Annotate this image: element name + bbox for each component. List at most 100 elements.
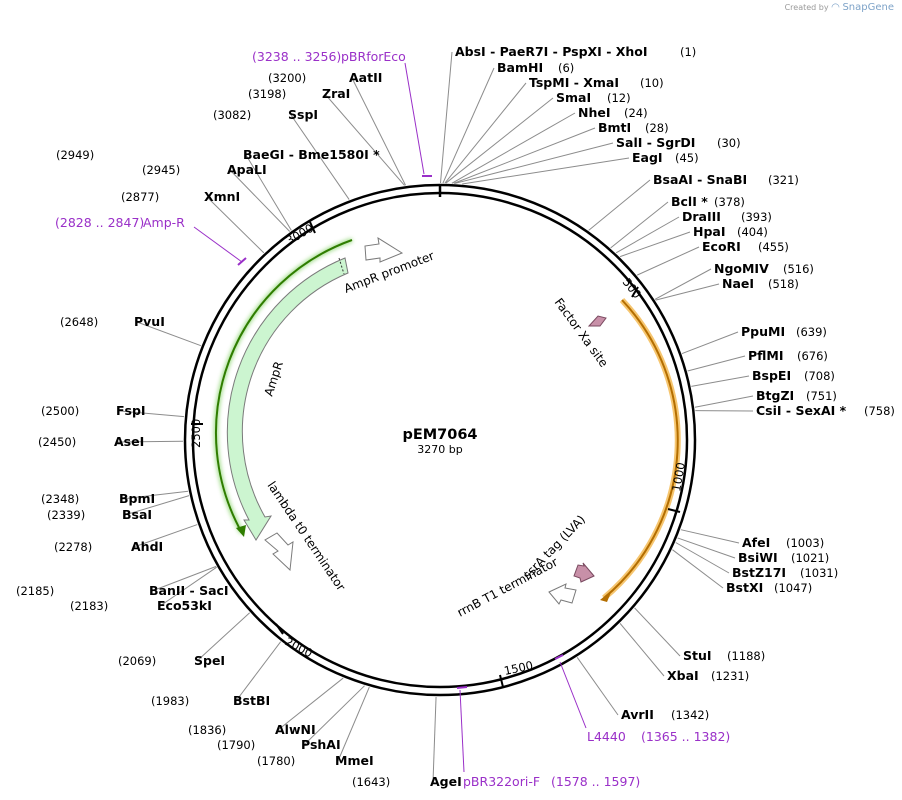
- site-label-alwni[interactable]: AlwNI(1836): [188, 722, 316, 737]
- ampr-outline-line: [214, 239, 353, 534]
- site-name-banii-group: BanII - SacI: [149, 583, 229, 598]
- site-label-baegi-group[interactable]: BaeGI - Bme1580I *(2949): [56, 147, 380, 162]
- site-label-naei[interactable]: NaeI(518): [722, 276, 799, 291]
- site-name-apali: ApaLI: [227, 162, 267, 177]
- site-label-bcli[interactable]: BclI *(378): [671, 194, 745, 209]
- feature-rrnb-t1[interactable]: [548, 583, 577, 605]
- feature-lambda-t0[interactable]: [264, 532, 294, 572]
- site-label-sali-group[interactable]: SalI - SgrDI(30): [616, 135, 741, 150]
- site-label-bpmi[interactable]: BpmI(2348): [41, 491, 155, 506]
- feature-label-ampr: AmpR: [262, 359, 286, 397]
- site-label-xbai[interactable]: XbaI (1231): [667, 668, 749, 683]
- site-position-bsiwi: (1021): [791, 551, 829, 565]
- site-position-xmni: (2877): [121, 190, 159, 204]
- site-label-afei[interactable]: AfeI(1003): [742, 535, 824, 550]
- feature-factor-xa[interactable]: [587, 315, 607, 327]
- site-label-avrii[interactable]: AvrII(1342): [621, 707, 709, 722]
- site-label-sspi[interactable]: SspI(3082): [213, 107, 318, 122]
- site-label-ngomiv[interactable]: NgoMIV(516): [714, 261, 814, 276]
- site-position-bcli: (378): [714, 195, 745, 209]
- site-position-xbai: (1231): [711, 669, 749, 683]
- site-leader-spei: [196, 612, 251, 662]
- site-name-part: SalI: [616, 135, 642, 150]
- site-name-part: NheI: [578, 105, 611, 120]
- site-label-bspei[interactable]: BspEI(708): [752, 368, 835, 383]
- site-position-alwni: (1836): [188, 723, 226, 737]
- site-label-bstbi[interactable]: BstBI (1983): [151, 693, 270, 708]
- site-label-zrai[interactable]: ZraI(3198): [248, 86, 350, 101]
- site-leader-bamhi: [442, 67, 495, 184]
- site-label-ppumi[interactable]: PpuMI(639): [741, 324, 827, 339]
- primer-label-amp-r[interactable]: (2828 .. 2847)Amp-R: [55, 215, 185, 230]
- primer-name-l4440: L4440: [587, 729, 626, 744]
- site-label-spei[interactable]: SpeI(2069): [118, 653, 225, 668]
- site-leader-apali: [229, 169, 291, 232]
- site-position-bstbi: (1983): [151, 694, 189, 708]
- tick-label-2500: 2500: [189, 419, 203, 448]
- site-label-bmti[interactable]: BmtI(28): [598, 120, 669, 135]
- site-label-draiii[interactable]: DraIII(393): [682, 209, 772, 224]
- primer-label-l4440[interactable]: (1365 .. 1382)L4440: [587, 729, 730, 744]
- site-name-part: TspMI: [529, 75, 569, 90]
- rrnb-t1-arrow: [548, 583, 577, 605]
- site-name-part: XbaI: [667, 668, 699, 683]
- site-label-mmei[interactable]: MmeI(1780): [257, 753, 374, 768]
- site-label-asei[interactable]: AseI(2450): [38, 434, 144, 449]
- site-name-bamhi: BamHI: [497, 60, 543, 75]
- feature-ssra-tag[interactable]: [573, 562, 595, 583]
- site-label-csii-group[interactable]: CsiI - SexAI *(758): [756, 403, 895, 418]
- primer-label-pbrforeco[interactable]: (3238 .. 3256)pBRforEco: [252, 49, 406, 64]
- site-name-part: AatII: [349, 70, 382, 85]
- site-label-agei[interactable]: AgeI(1643): [352, 774, 462, 789]
- site-leader-bstz17i: [675, 542, 730, 574]
- site-name-tspmi-group: TspMI - XmaI: [529, 75, 619, 90]
- site-label-absi-group[interactable]: AbsI - PaeR7I - PspXI - XhoI(1): [455, 44, 696, 59]
- site-label-bsaai-group[interactable]: BsaAI - SnaBI(321): [653, 172, 799, 187]
- site-label-bstxi[interactable]: BstXI(1047): [726, 580, 812, 595]
- site-label-ahdi[interactable]: AhdI(2278): [54, 539, 163, 554]
- site-label-pvui[interactable]: PvuI(2648): [60, 314, 165, 329]
- site-label-btgzi[interactable]: BtgZI(751): [756, 388, 837, 403]
- site-label-smai[interactable]: SmaI(12): [556, 90, 631, 105]
- site-name-stui: StuI: [683, 648, 712, 663]
- site-label-fspi[interactable]: FspI(2500): [41, 403, 146, 418]
- site-label-stui[interactable]: StuI (1188): [683, 648, 765, 663]
- site-label-eco53ki[interactable]: Eco53kI(2183): [70, 598, 212, 613]
- site-name-part: BstBI: [233, 693, 270, 708]
- feature-ampr-promoter[interactable]: [364, 236, 404, 263]
- site-position-draiii: (393): [741, 210, 772, 224]
- site-name-part: EcoRI: [702, 239, 741, 254]
- tick-mark-500: [631, 286, 639, 298]
- site-leader-bpmi: [121, 490, 189, 500]
- feature-orf-right[interactable]: [600, 297, 681, 602]
- site-label-pshai[interactable]: PshAI(1790): [217, 737, 341, 752]
- site-label-bamhi[interactable]: BamHI(6): [497, 60, 574, 75]
- primer-label-pbr322ori-f[interactable]: (1578 .. 1597)pBR322ori-F: [463, 774, 640, 789]
- site-label-banii-group[interactable]: BanII - SacI(2185): [16, 583, 229, 598]
- site-name-spei: SpeI: [194, 653, 225, 668]
- site-label-bstz17i[interactable]: BstZ17I(1031): [732, 565, 838, 580]
- site-position-pflmi: (676): [797, 349, 828, 363]
- restriction-site-labels: AbsI - PaeR7I - PspXI - XhoI(1)BamHI(6)T…: [16, 44, 895, 789]
- site-label-hpai[interactable]: HpaI(404): [693, 224, 768, 239]
- site-position-bsai: (2339): [47, 508, 85, 522]
- site-position-bpmi: (2348): [41, 492, 79, 506]
- site-label-aatii[interactable]: AatII(3200): [268, 70, 382, 85]
- site-position-agei: (1643): [352, 775, 390, 789]
- site-label-xmni[interactable]: XmnI(2877): [121, 189, 240, 204]
- site-label-pflmi[interactable]: PflMI(676): [748, 348, 828, 363]
- feature-ampr[interactable]: [213, 238, 353, 541]
- site-label-ecori[interactable]: EcoRI(455): [702, 239, 789, 254]
- site-name-part: AbsI: [455, 44, 486, 59]
- site-label-nhei[interactable]: NheI(24): [578, 105, 648, 120]
- site-position-stui: (1188): [727, 649, 765, 663]
- site-name-part: NgoMIV: [714, 261, 769, 276]
- site-label-bsiwi[interactable]: BsiWI(1021): [738, 550, 829, 565]
- site-label-eagi[interactable]: EagI(45): [632, 150, 699, 165]
- site-leader-sali-group: [454, 142, 614, 184]
- site-label-apali[interactable]: ApaLI(2945): [142, 162, 267, 177]
- site-leader-pflmi: [687, 355, 746, 372]
- site-label-bsai[interactable]: BsaI(2339): [47, 507, 152, 522]
- site-label-tspmi-group[interactable]: TspMI - XmaI(10): [529, 75, 664, 90]
